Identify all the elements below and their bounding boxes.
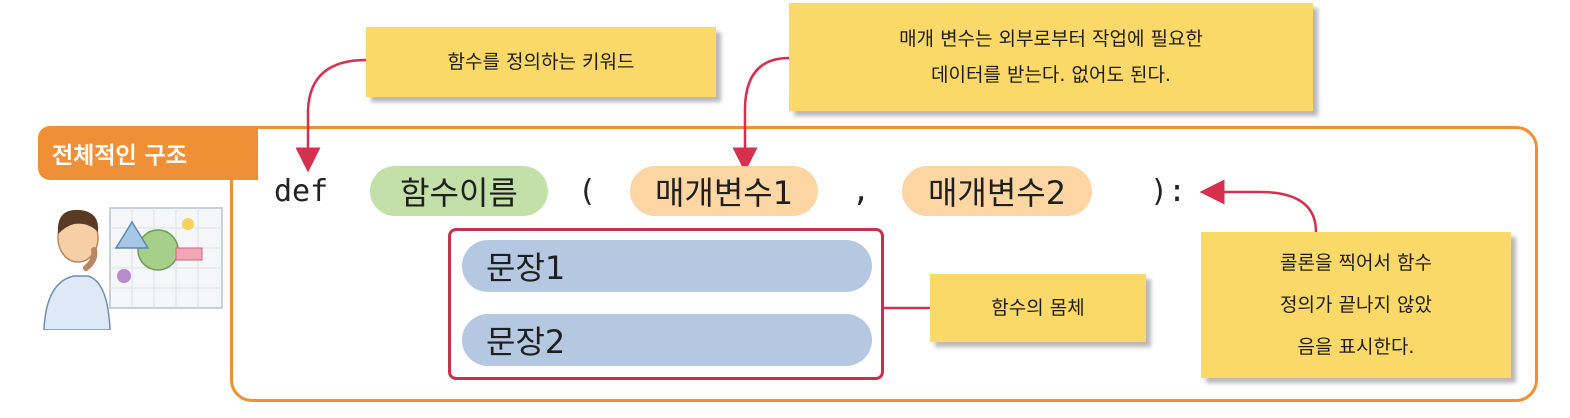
person-hair	[57, 209, 99, 234]
small-circle-shape	[182, 218, 194, 230]
person-hand	[83, 247, 98, 271]
param1-pill: 매개변수1	[630, 166, 818, 216]
rectangle-shape	[175, 247, 203, 261]
person-body	[43, 275, 111, 330]
keyword-arrow	[295, 58, 367, 173]
open-paren: (	[578, 174, 597, 209]
colon-note-line-2: 정의가 끝나지 않았	[1280, 294, 1432, 316]
function-body-box	[448, 228, 884, 380]
thinking-person-illustration	[43, 207, 223, 330]
close-paren-colon: ):	[1150, 174, 1187, 209]
statement-1: 문장1	[462, 240, 872, 292]
params-note-line-1: 매개 변수는 외부로부터 작업에 필요한	[899, 28, 1203, 50]
keyword-note: 함수를 정의하는 키워드	[366, 27, 716, 97]
section-tag: 전체적인 구조	[38, 126, 258, 180]
colon-note-line-3: 음을 표시한다.	[1297, 336, 1415, 358]
params-note-line-2: 데이터를 받는다. 없어도 된다.	[931, 64, 1171, 86]
params-arrow	[732, 56, 790, 173]
keyword-note-text: 함수를 정의하는 키워드	[447, 51, 635, 73]
statement-2: 문장2	[462, 314, 872, 366]
body-note-text: 함수의 몸체	[991, 297, 1085, 319]
colon-note: 콜론을 찍어서 함수 정의가 끝나지 않았 음을 표시한다.	[1201, 232, 1511, 378]
colon-note-line-1: 콜론을 찍어서 함수	[1280, 252, 1432, 274]
def-keyword: def	[274, 174, 329, 209]
colon-arrow	[1199, 179, 1318, 233]
body-note: 함수의 몸체	[930, 274, 1146, 342]
function-name-pill: 함수이름	[370, 166, 548, 216]
comma: ,	[852, 174, 871, 209]
triangle-shape	[114, 220, 150, 249]
purple-dot-shape	[117, 269, 131, 283]
params-note: 매개 변수는 외부로부터 작업에 필요한 데이터를 받는다. 없어도 된다.	[789, 3, 1313, 111]
param2-pill: 매개변수2	[902, 166, 1092, 216]
